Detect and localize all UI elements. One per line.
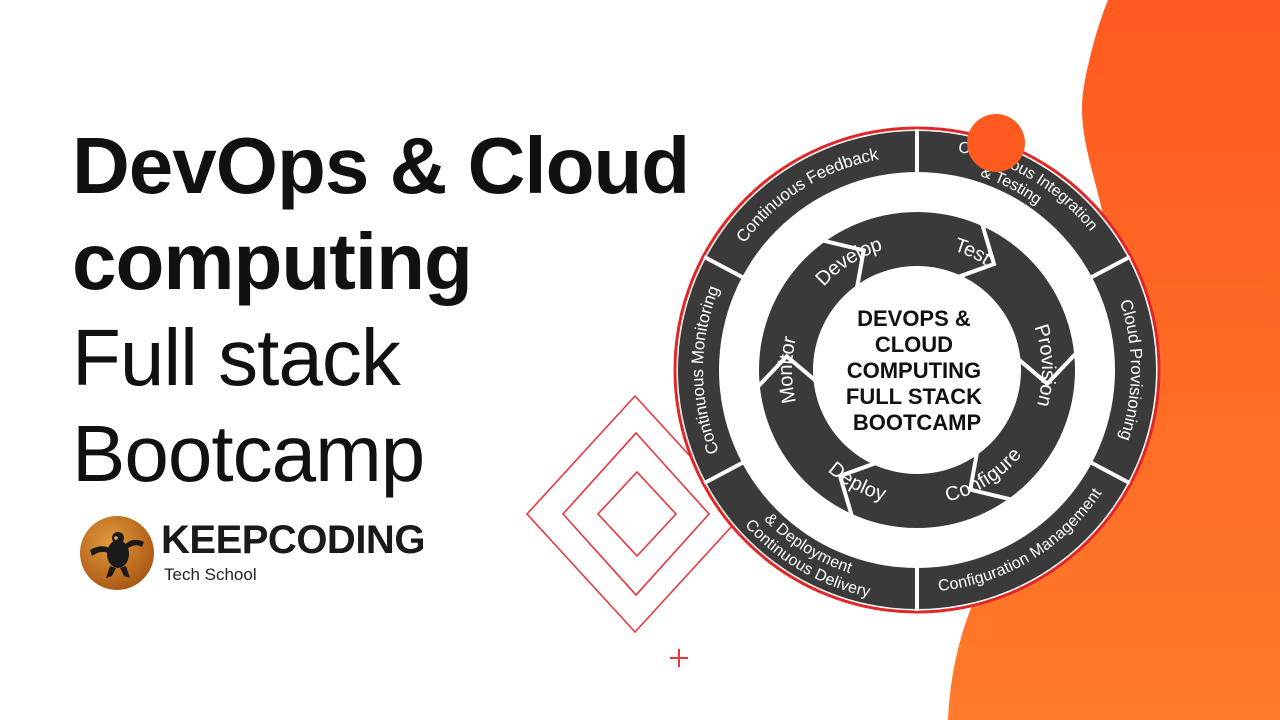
center-line-2: CLOUD [875,332,953,357]
center-title: DEVOPS & CLOUD COMPUTING FULL STACK BOOT… [846,306,988,435]
devops-wheel: DEVOPS & CLOUD COMPUTING FULL STACK BOOT… [673,126,1161,614]
inner-arrow-5 [756,353,817,389]
inner-arrows [756,223,1078,517]
title-line-4: Bootcamp [72,409,425,498]
inner-arrow-2 [1017,351,1078,387]
center-line-3: COMPUTING [847,358,981,383]
keepcoding-logo-icon [80,516,154,590]
page-title: DevOps & Cloud computing Full stack Boot… [72,118,690,502]
center-line-4: FULL STACK [846,384,982,409]
outer-dividers [703,129,1131,611]
inner-arrow-4 [837,461,877,517]
plus-icon [670,649,688,667]
outer-divider-2 [1090,255,1131,280]
outer-divider-5 [703,460,744,485]
inner-arrow-1 [957,223,997,279]
logo-tagline: Tech School [164,565,257,584]
center-line-5: BOOTCAMP [853,410,981,435]
center-line-1: DEVOPS & [857,306,971,331]
orange-dot [967,114,1025,172]
wheel-center-disc [813,266,1021,474]
inner-arrow-6 [822,238,867,288]
outer-divider-6 [703,255,744,280]
title-line-3: Full stack [72,313,401,402]
title-line-1: DevOps & Cloud [72,121,690,210]
outer-divider-3 [1090,460,1131,485]
logo-name: KEEPCODING [161,518,425,562]
inner-label-monitor: Monitor [775,334,801,405]
inner-arrow-3 [967,452,1012,502]
title-line-2: computing [72,217,473,306]
